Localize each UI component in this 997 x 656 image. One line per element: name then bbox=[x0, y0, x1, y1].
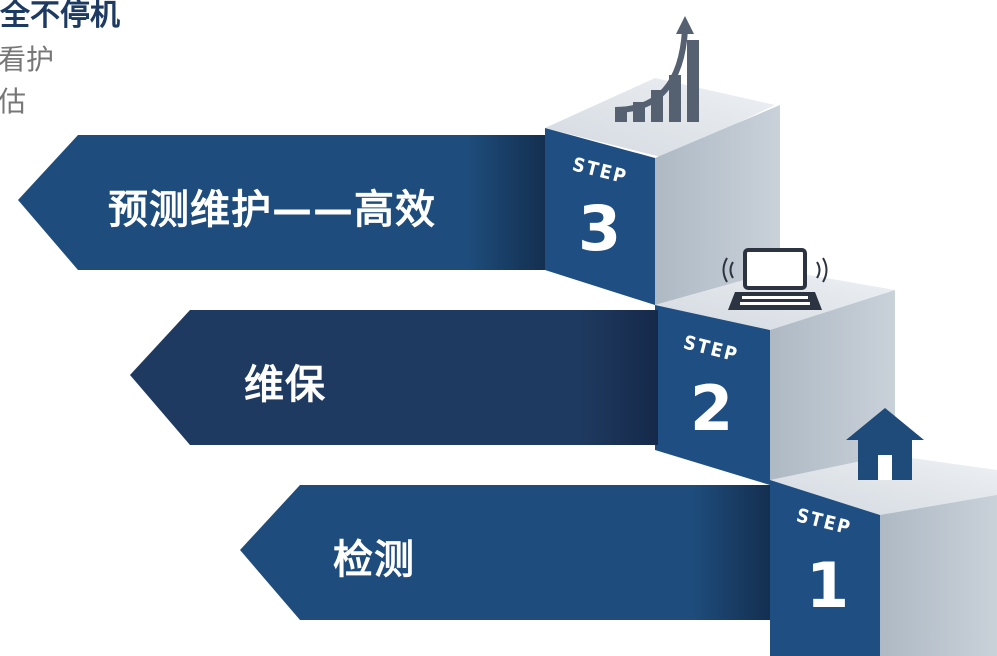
step-2-arrow bbox=[130, 310, 658, 445]
page-title: 安全不停机 bbox=[0, 0, 120, 33]
growth-bar-chart-icon bbox=[614, 16, 699, 122]
step-1-cube bbox=[770, 455, 997, 656]
house-icon bbox=[846, 408, 924, 480]
step-2-label: 维保 bbox=[244, 362, 326, 408]
step-3-cube-front bbox=[545, 128, 655, 305]
step-2-cube-front bbox=[655, 305, 770, 485]
step-3-number: 3 bbox=[578, 192, 622, 265]
step-1-label: 检测 bbox=[333, 537, 415, 583]
step-1-number: 1 bbox=[806, 549, 850, 622]
subtitle-line-1: 线看护 bbox=[0, 43, 55, 76]
step-1-arrow bbox=[240, 485, 770, 620]
step-1-cube-top bbox=[770, 455, 997, 515]
step-1-cube-front bbox=[770, 480, 880, 656]
step-3-arrow bbox=[18, 135, 545, 270]
step-3-label: 预测维护——高效 bbox=[108, 187, 436, 233]
laptop-wireless-icon bbox=[722, 248, 828, 310]
step-1-cube-side bbox=[880, 495, 997, 656]
subtitle-line-2: 评估 bbox=[0, 85, 27, 118]
step-2-number: 2 bbox=[690, 372, 734, 445]
